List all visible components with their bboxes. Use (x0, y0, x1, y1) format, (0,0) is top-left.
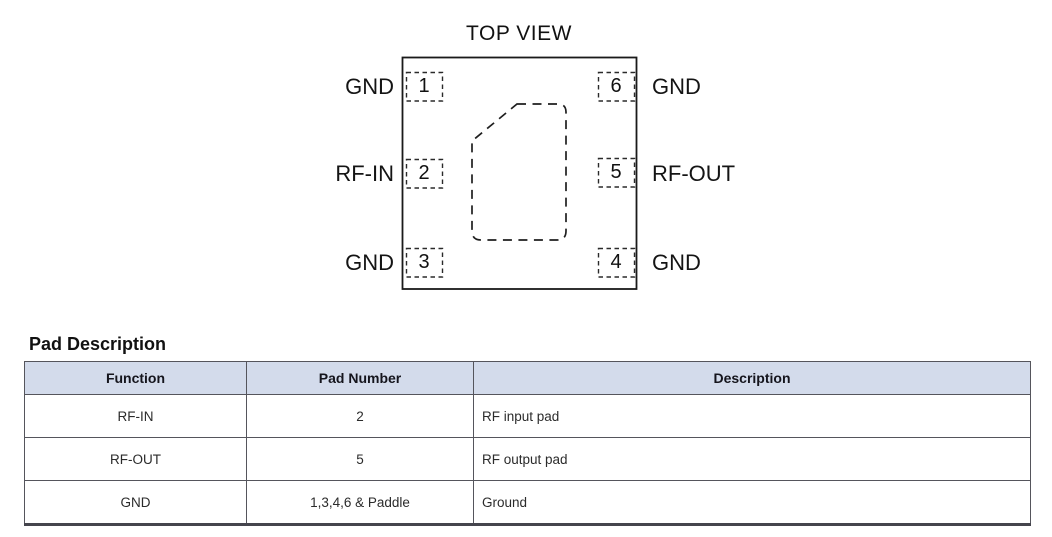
pad-3-number: 3 (418, 251, 430, 273)
pin-5-label: RF-OUT (652, 161, 736, 186)
pad-5-number: 5 (610, 161, 622, 183)
package-diagram (401, 56, 638, 290)
cell-description: RF input pad (473, 394, 1031, 438)
pin-4-label: GND (652, 250, 701, 275)
pad-5-box (597, 157, 636, 188)
package-outline (401, 56, 638, 290)
cell-description: RF output pad (473, 437, 1031, 481)
cell-description: Ground (473, 480, 1031, 525)
column-header-function: Function (24, 361, 247, 395)
cell-pad-number: 2 (246, 394, 474, 438)
pad-2-number: 2 (418, 162, 430, 184)
column-header-description: Description (473, 361, 1031, 395)
diagram-title: TOP VIEW (466, 22, 572, 45)
column-header-pad-number: Pad Number (246, 361, 474, 395)
pad-4-number: 4 (610, 251, 622, 273)
cell-function: RF-IN (24, 394, 247, 438)
cell-pad-number: 1,3,4,6 & Paddle (246, 480, 474, 525)
cell-function: GND (24, 480, 247, 525)
pad-6-number: 6 (610, 75, 622, 97)
pad-2-box (405, 158, 444, 189)
pad-4-box (597, 247, 636, 278)
pad-description-table: Function Pad Number Description RF-IN 2 … (24, 361, 1031, 526)
cell-function: RF-OUT (24, 437, 247, 481)
pad-6-box (597, 71, 636, 102)
pin-6-label: GND (652, 74, 701, 99)
paddle-outline (471, 103, 567, 241)
pin-3-label: GND (345, 250, 394, 275)
cell-pad-number: 5 (246, 437, 474, 481)
pad-description-heading: Pad Description (29, 334, 167, 354)
table-header-row: Function Pad Number Description (24, 361, 1031, 395)
table-row: RF-IN 2 RF input pad (24, 394, 1031, 438)
pad-3-box (405, 247, 444, 278)
table-row: RF-OUT 5 RF output pad (24, 437, 1031, 481)
pin-2-label: RF-IN (335, 161, 394, 186)
pad-1-box (405, 71, 444, 102)
table-row: GND 1,3,4,6 & Paddle Ground (24, 480, 1031, 525)
pad-1-number: 1 (418, 75, 430, 97)
pin-1-label: GND (345, 74, 394, 99)
